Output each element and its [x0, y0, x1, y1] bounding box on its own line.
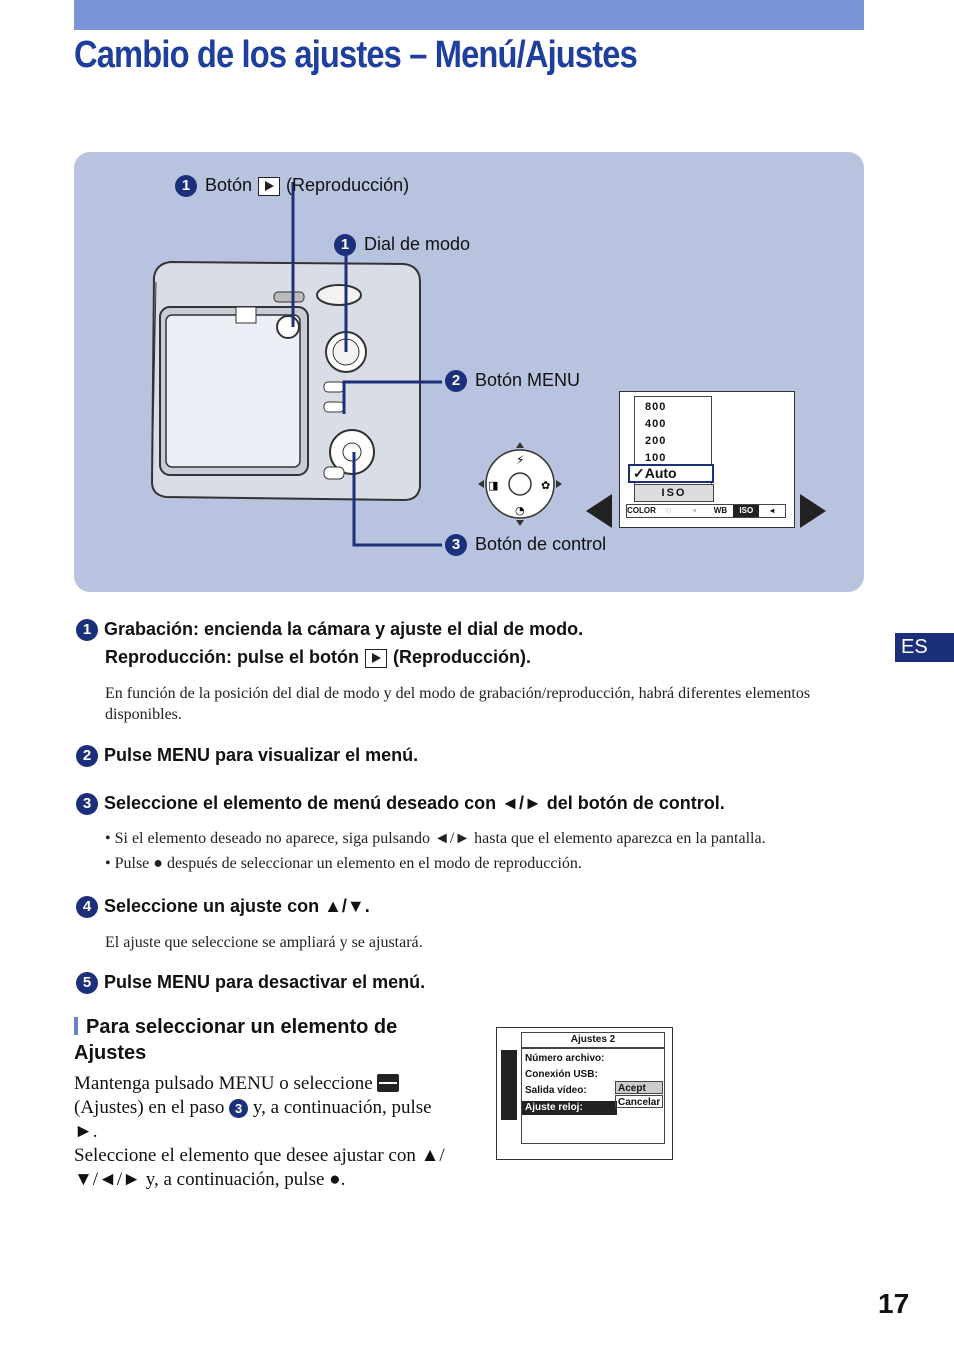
callout-mode-dial: 1 Dial de modo [334, 234, 471, 257]
callout-play-button: 1 Botón (Reproducción) [175, 175, 410, 198]
camera-body: ⚡ ◨ ✿ ◔ [150, 182, 562, 547]
iso-option: 800 [645, 401, 667, 413]
step-text: Reproducción: pulse el botón [105, 647, 360, 667]
quality-icon: ◂ [770, 506, 775, 515]
step-4-body: El ajuste que seleccione se ampliará y s… [105, 934, 423, 951]
step-number-badge: 1 [334, 234, 356, 257]
step-number-badge: 3 [76, 793, 98, 816]
step-3-bullet: • Pulse ● después de seleccionar un elem… [105, 855, 582, 872]
language-tab: ES [895, 633, 954, 662]
callout-label: Botón [205, 175, 253, 195]
header-bar [74, 0, 864, 30]
menu-row: Número archivo: [525, 1053, 605, 1064]
lcd-iso-menu: 800 400 200 100 ✓Auto ISO COLOR ◌ ▫ WB I… [619, 391, 795, 528]
svg-text:◨: ◨ [488, 479, 498, 492]
callout-menu-button: 2 Botón MENU [445, 370, 581, 393]
step-1-heading: 1 Grabación: encienda la cámara y ajuste … [76, 619, 584, 642]
step-4-heading: 4 Seleccione un ajuste con ▲/▼. [76, 896, 370, 919]
step-1-body: En función de la posición del dial de mo… [105, 685, 811, 723]
callout-suffix: (Reproducción) [286, 175, 410, 195]
scene-icon: ◌ [666, 506, 672, 515]
menu-row: Salida vídeo: [525, 1085, 587, 1096]
right-arrow-icon [800, 494, 826, 528]
iso-option: 200 [645, 435, 667, 447]
subsection-body: Mantenga pulsado MENU o seleccione (Ajus… [74, 1073, 445, 1190]
svg-text:◔: ◔ [515, 504, 525, 517]
step-text: Pulse MENU para visualizar el menú. [104, 745, 419, 765]
subsection-title: Para seleccionar un elemento de Ajustes [74, 1016, 398, 1064]
step-number-badge: 3 [445, 534, 467, 557]
step-text: Grabación: encienda la cámara y ajuste e… [104, 619, 584, 639]
step-number-badge: 5 [76, 972, 98, 995]
svg-text:⚡: ⚡ [516, 453, 524, 467]
menu-title: Ajustes 2 [521, 1032, 665, 1048]
camera-illustration: ⚡ ◨ ✿ ◔ [150, 182, 562, 547]
step-number-badge: 2 [445, 370, 467, 393]
left-arrow-icon [586, 494, 612, 528]
callout-label: Botón de control [475, 534, 607, 554]
page-title: Cambio de los ajustes – Menú/Ajustes [74, 34, 638, 76]
step-text: (Reproducción). [393, 647, 532, 667]
section-marker [74, 1017, 78, 1035]
exposure-icon: ▫ [693, 506, 697, 515]
camera-diagram-panel: ⚡ ◨ ✿ ◔ [74, 152, 864, 592]
menu-panel: Número archivo: Conexión USB: Salida víd… [521, 1048, 665, 1144]
callout-label: Botón MENU [475, 370, 581, 390]
menu-row-selected: Ajuste reloj: [522, 1101, 617, 1115]
play-icon [258, 176, 281, 196]
step-2-heading: 2 Pulse MENU para visualizar el menú. [76, 745, 419, 768]
step-number-badge: 1 [175, 175, 197, 198]
step-5-heading: 5 Pulse MENU para desactivar el menú. [76, 972, 426, 995]
settings-menu-screen: Ajustes 2 Número archivo: Conexión USB: … [496, 1027, 673, 1160]
step-number-badge: 4 [76, 896, 98, 919]
step-text: Seleccione un ajuste con ▲/▼. [104, 896, 370, 916]
menu-item-wb: WB [713, 506, 728, 515]
iso-option: 400 [645, 418, 667, 430]
menu-option: Cancelar [615, 1095, 663, 1108]
play-icon [365, 648, 388, 668]
iso-label: ISO [634, 484, 714, 502]
menu-tab-icons [501, 1050, 517, 1120]
lcd-menu-bar: COLOR ◌ ▫ WB ISO ◂ [626, 504, 786, 518]
menu-row: Conexión USB: [525, 1069, 598, 1080]
check-icon: ✓ [633, 465, 645, 481]
step-3-heading: 3 Seleccione el elemento de menú deseado … [76, 793, 725, 816]
menu-item-color: COLOR [627, 506, 656, 515]
callout-control-button: 3 Botón de control [445, 534, 607, 557]
step-1-heading-line2: Reproducción: pulse el botón (Reproducció… [105, 647, 531, 668]
iso-selected-option: ✓Auto [628, 464, 714, 483]
menu-item-iso: ISO [733, 505, 760, 517]
step-text: Seleccione el elemento de menú deseado c… [104, 793, 725, 813]
step-number-badge: 3 [229, 1099, 249, 1119]
menu-option: Acept [615, 1081, 663, 1094]
page-number: 17 [878, 1288, 910, 1319]
iso-option: 100 [645, 452, 667, 464]
callout-label: Dial de modo [364, 234, 471, 254]
step-number-badge: 2 [76, 745, 98, 768]
toolbox-icon [377, 1074, 400, 1092]
step-number-badge: 1 [76, 619, 98, 642]
svg-text:✿: ✿ [541, 479, 550, 492]
step-3-bullet: • Si el elemento deseado no aparece, sig… [105, 830, 766, 847]
step-text: Pulse MENU para desactivar el menú. [104, 972, 426, 992]
